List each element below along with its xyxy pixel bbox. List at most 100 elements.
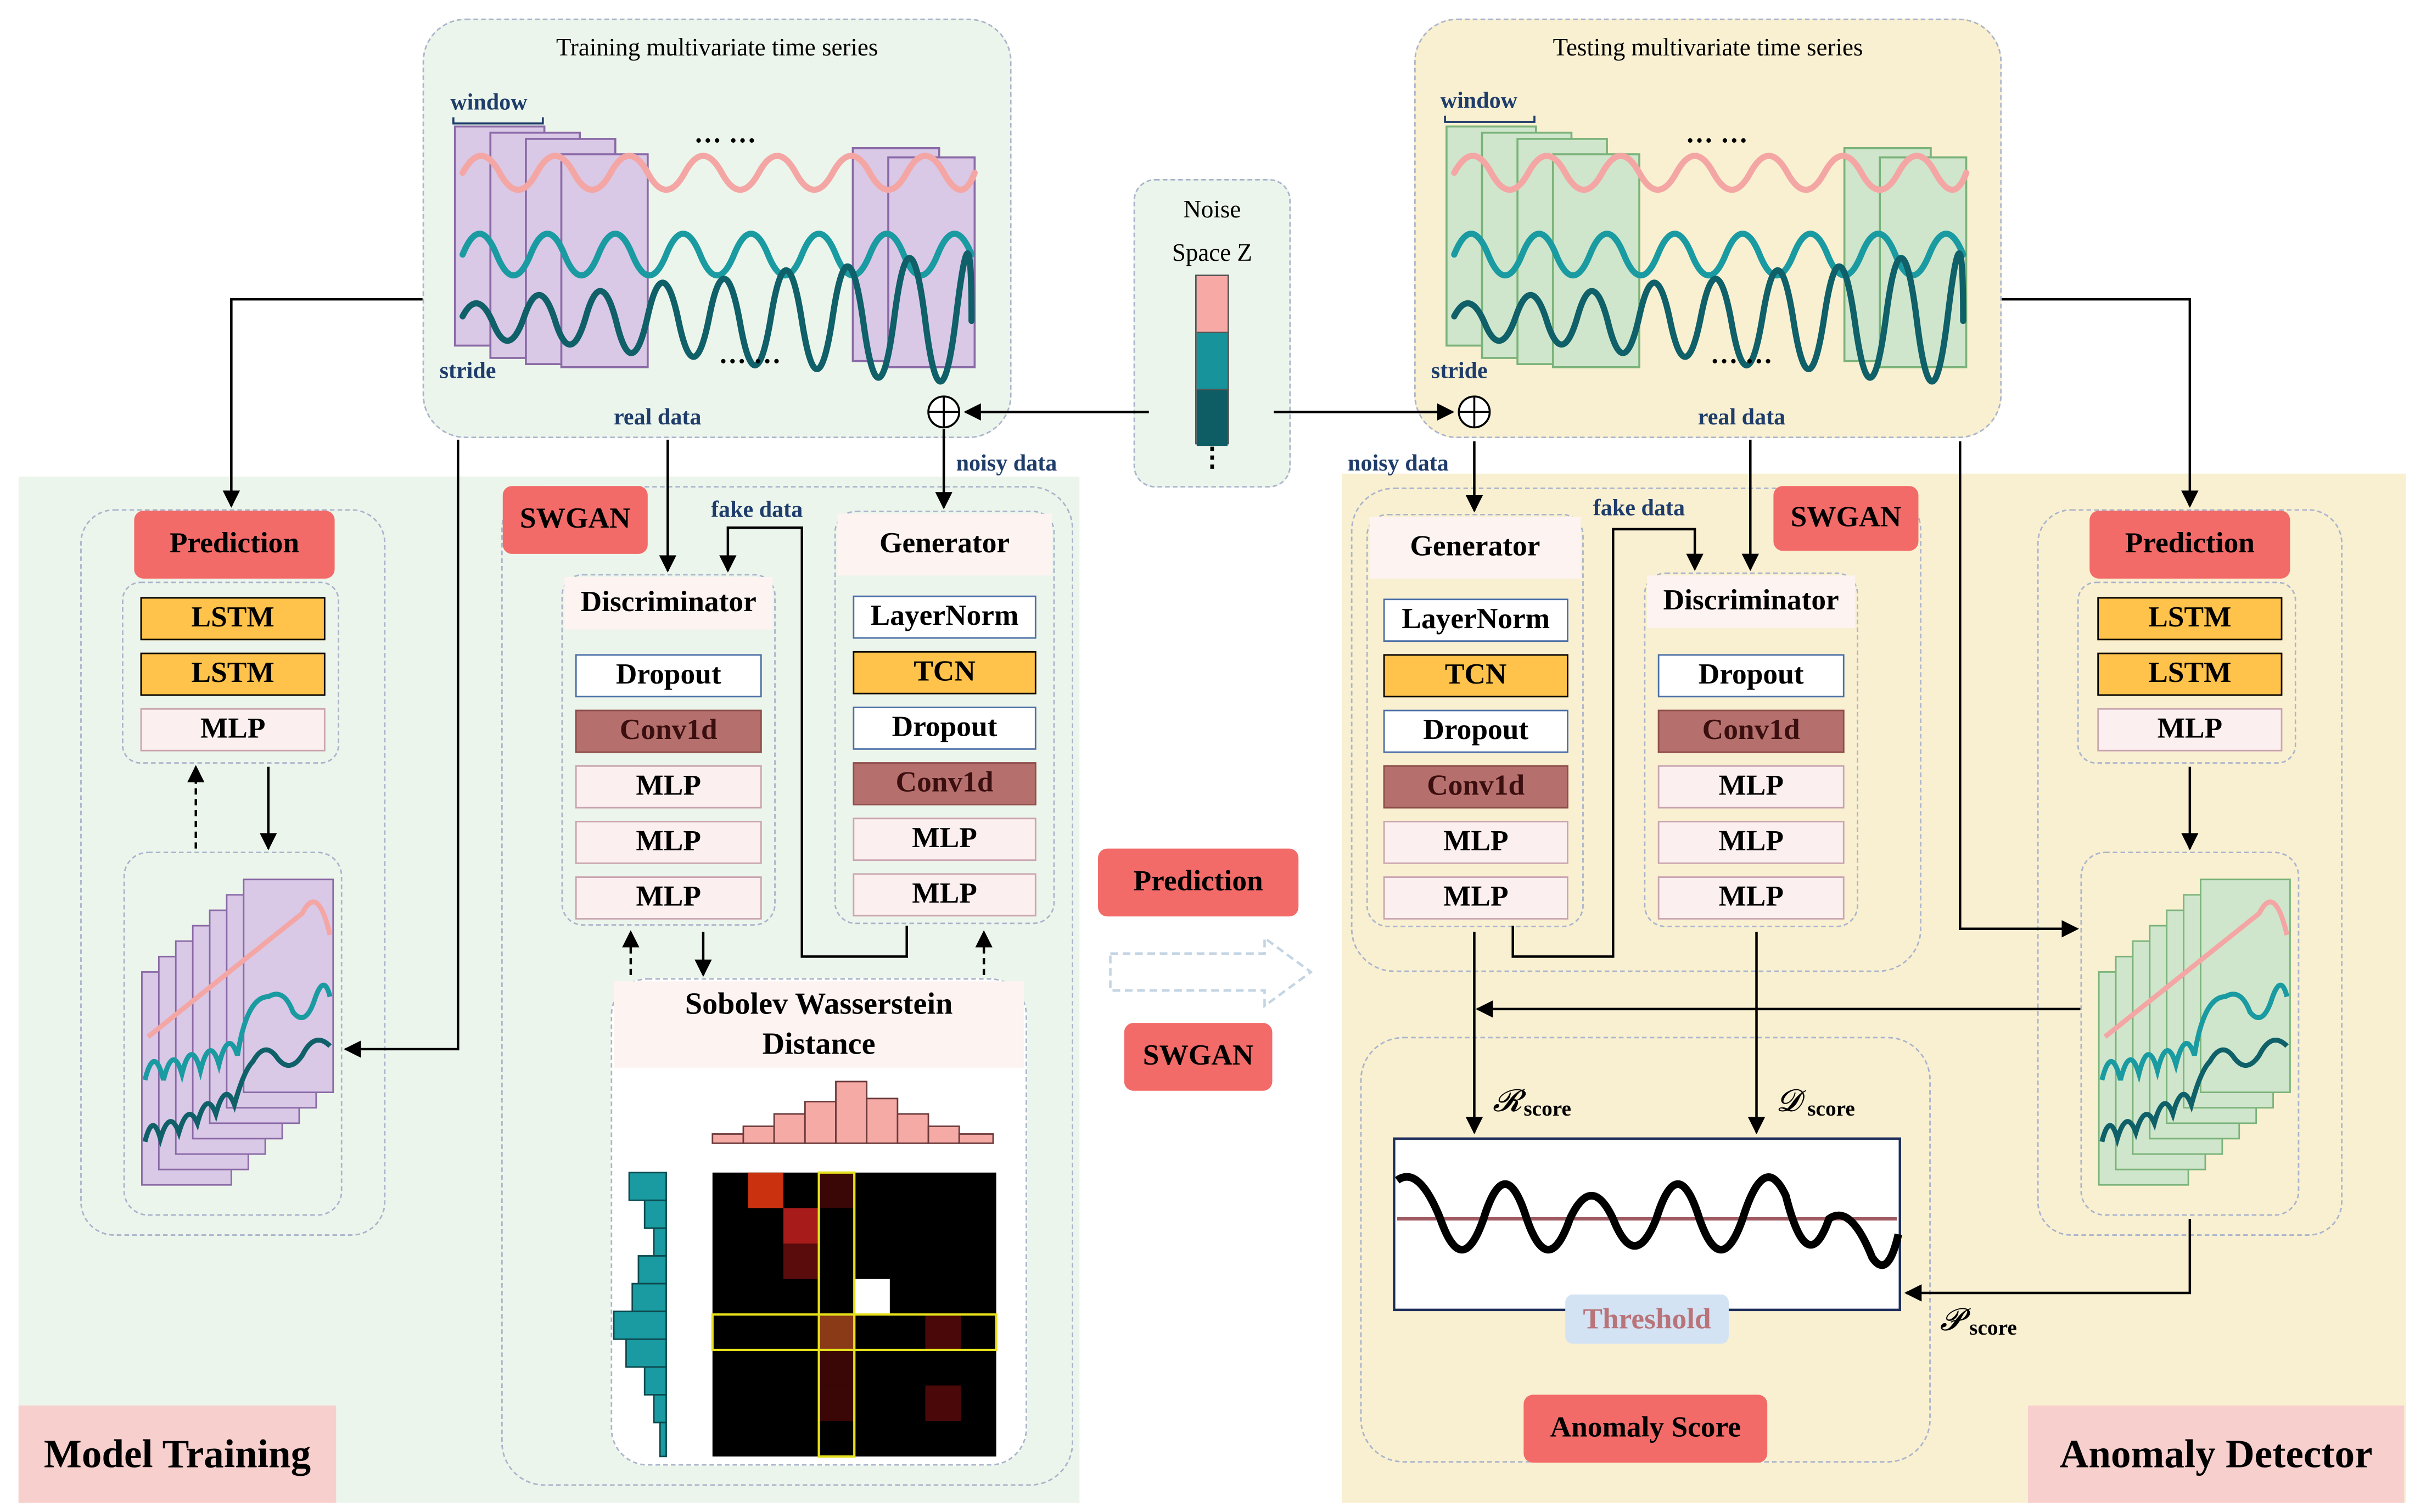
left-generator-box	[834, 511, 1055, 925]
testing-window-brace	[1444, 115, 1536, 123]
right-swgan-box	[1351, 488, 1922, 972]
left-plus-icon	[927, 395, 961, 429]
left-window-stack-box	[123, 852, 343, 1216]
right-disc-conv1d: Conv1d	[1657, 709, 1845, 753]
left-disc-mlp-3: MLP	[575, 876, 762, 920]
right-generator-title: Generator	[1369, 517, 1581, 579]
right-plus-icon	[1458, 395, 1491, 429]
sobolev-left-histogram	[613, 1172, 667, 1458]
right-gen-conv1d: Conv1d	[1383, 765, 1568, 809]
right-gen-layernorm: LayerNorm	[1383, 598, 1568, 642]
d-score-symbol: 𝓓	[1777, 1084, 1807, 1118]
p-score-symbol: 𝓟	[1940, 1303, 1971, 1337]
left-window-stack	[141, 878, 334, 1186]
anomaly-score-tag: Anomaly Score	[1523, 1395, 1768, 1463]
training-dots-bottom: ··· ···	[719, 345, 781, 376]
p-score-sub: score	[1969, 1315, 2017, 1340]
left-generator-title: Generator	[837, 513, 1052, 576]
left-disc-conv1d: Conv1d	[575, 709, 762, 753]
r-score-symbol: 𝓡	[1493, 1084, 1527, 1118]
testing-series-title: Testing multivariate time series	[1553, 35, 1863, 62]
noise-vector	[1195, 275, 1229, 446]
noise-cell-3	[1196, 390, 1228, 446]
right-predictor-layers	[2077, 581, 2296, 764]
left-gen-conv1d: Conv1d	[853, 762, 1036, 805]
training-window-label: window	[450, 89, 528, 115]
right-disc-mlp-1: MLP	[1657, 765, 1845, 809]
right-lstm-1: LSTM	[2097, 597, 2283, 641]
middle-swgan-tag: SWGAN	[1124, 1023, 1273, 1091]
model-training-label: Model Training	[18, 1405, 337, 1503]
testing-wave-pink	[1451, 153, 1970, 193]
right-window-stack	[2098, 878, 2291, 1186]
noise-label: Noise	[1183, 197, 1241, 224]
testing-waves	[1451, 153, 1970, 385]
training-wave-dark	[460, 250, 975, 385]
right-discriminator-title: Discriminator	[1647, 575, 1856, 628]
testing-stride-label: stride	[1431, 357, 1488, 383]
middle-transition-arrow	[1109, 936, 1313, 1009]
threshold-label: Threshold	[1583, 1302, 1711, 1335]
training-dots-top: ··· ···	[694, 125, 757, 156]
right-noisy-data-label: noisy data	[1348, 450, 1449, 476]
right-real-data-label: real data	[1698, 404, 1785, 430]
training-window-brace	[452, 117, 544, 125]
sobolev-title-line1: Sobolev Wasserstein	[685, 987, 953, 1022]
left-gen-tcn: TCN	[853, 651, 1036, 695]
left-swgan-box	[501, 486, 1074, 1486]
left-disc-dropout: Dropout	[575, 654, 762, 698]
flow-arrows	[187, 298, 2199, 1302]
noise-cell-2	[1196, 333, 1228, 390]
right-fake-data-label: fake data	[1593, 495, 1685, 521]
right-window-stack-box	[2080, 852, 2300, 1216]
left-gen-mlp-2: MLP	[853, 873, 1036, 917]
training-series-title: Training multivariate time series	[556, 35, 878, 62]
right-disc-mlp-3: MLP	[1657, 876, 1845, 920]
right-mlp: MLP	[2097, 708, 2283, 752]
left-noisy-data-label: noisy data	[956, 450, 1057, 476]
right-generator-box	[1366, 513, 1584, 927]
right-gen-dropout: Dropout	[1383, 709, 1568, 753]
training-wave-pink	[460, 153, 978, 193]
right-gen-mlp-2: MLP	[1383, 876, 1568, 920]
sobolev-heatmap	[711, 1171, 998, 1458]
threshold-badge	[1565, 1294, 1729, 1344]
sobolev-top-histogram	[711, 1080, 994, 1144]
left-prediction-tag: Prediction	[134, 511, 335, 579]
left-gen-layernorm: LayerNorm	[853, 595, 1036, 639]
right-lstm-2: LSTM	[2097, 652, 2283, 696]
right-discriminator-box	[1644, 572, 1858, 927]
left-gen-mlp-1: MLP	[853, 817, 1036, 861]
training-wave-teal	[460, 231, 975, 279]
left-lstm-2: LSTM	[140, 652, 326, 696]
middle-prediction-tag: Prediction	[1098, 848, 1299, 917]
left-discriminator-box	[561, 574, 776, 926]
sobolev-title: Sobolev Wasserstein Distance	[614, 981, 1024, 1068]
left-predictor-layers	[121, 581, 339, 764]
left-lstm-1: LSTM	[140, 597, 326, 641]
sobolev-title-line2: Distance	[762, 1027, 876, 1062]
testing-dots-top: ··· ···	[1685, 125, 1748, 156]
right-disc-dropout: Dropout	[1657, 654, 1845, 698]
d-score-sub: score	[1807, 1096, 1855, 1121]
right-swgan-tag: SWGAN	[1773, 486, 1919, 551]
right-disc-mlp-2: MLP	[1657, 821, 1845, 864]
noise-space-label: Space Z	[1172, 240, 1252, 267]
r-score-sub: score	[1523, 1096, 1571, 1121]
testing-wave-dark	[1451, 250, 1966, 385]
left-fake-data-label: fake data	[711, 496, 803, 522]
left-gen-dropout: Dropout	[853, 707, 1036, 750]
noise-cell-1	[1196, 276, 1228, 334]
threshold-chart	[1393, 1137, 1902, 1312]
training-waves	[460, 153, 978, 385]
testing-dots-bottom: ··· ···	[1710, 345, 1773, 376]
right-gen-mlp-1: MLP	[1383, 821, 1568, 864]
testing-wave-teal	[1451, 231, 1966, 279]
left-mlp: MLP	[140, 708, 326, 752]
noise-dots: ⋮	[1199, 443, 1225, 472]
right-gen-tcn: TCN	[1383, 654, 1568, 698]
left-swgan-tag: SWGAN	[502, 486, 648, 554]
training-stride-label: stride	[440, 357, 496, 383]
